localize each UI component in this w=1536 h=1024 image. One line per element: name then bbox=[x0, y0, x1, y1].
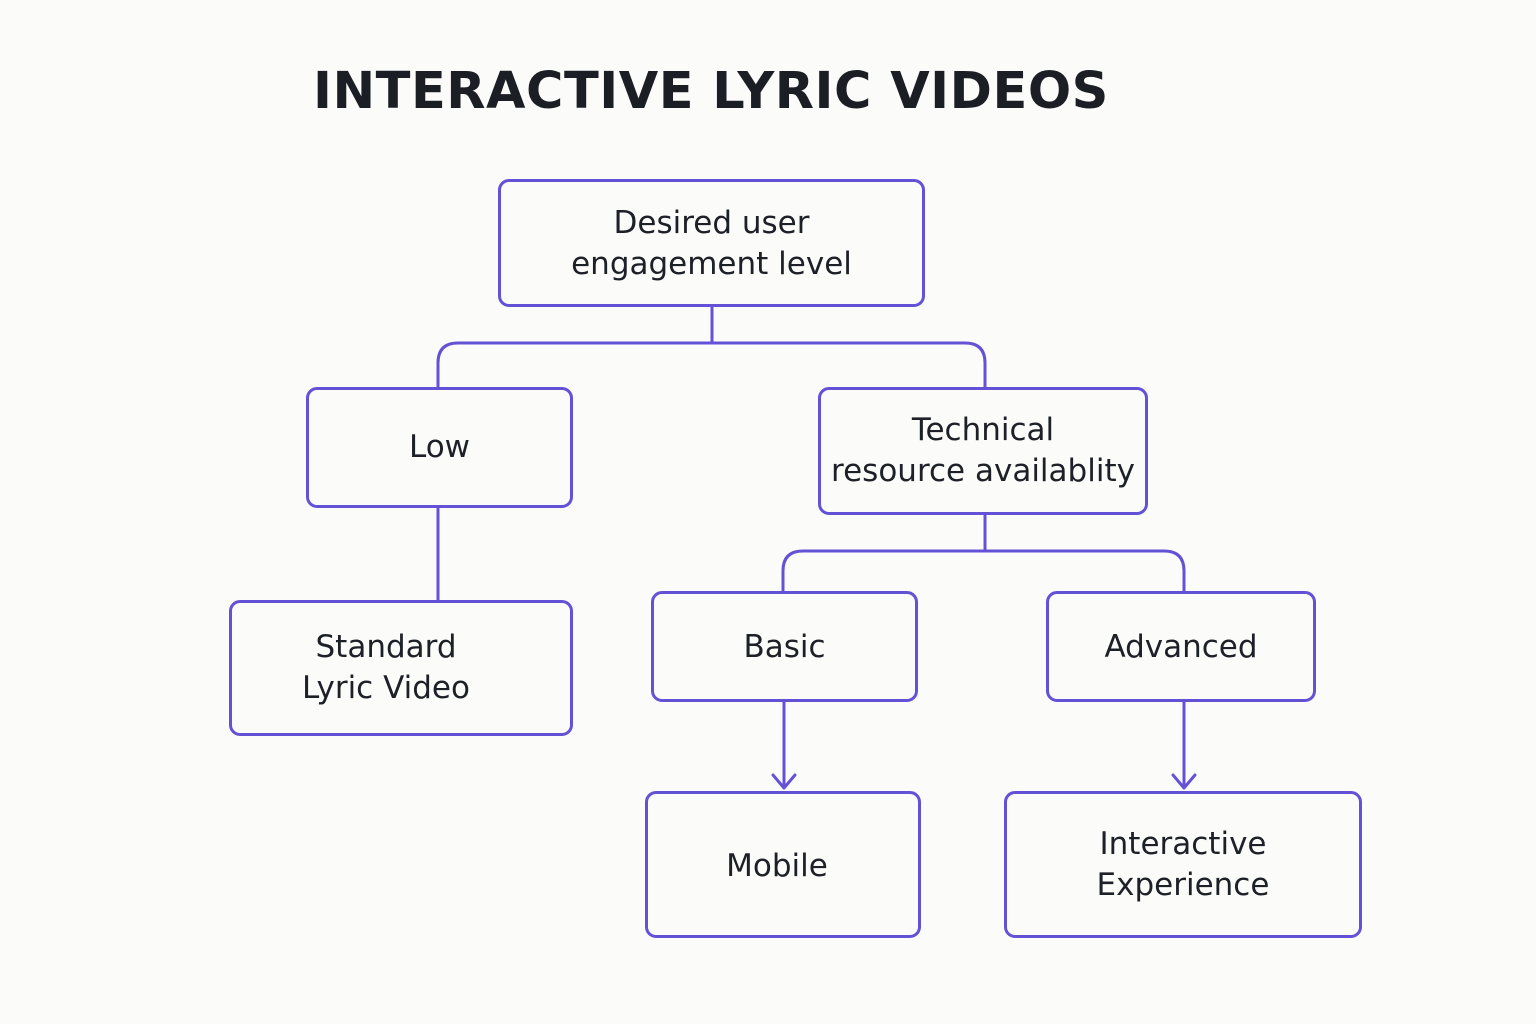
node-standard-lyric-video: Standard Lyric Video bbox=[229, 600, 573, 736]
node-mobile: Mobile bbox=[645, 791, 921, 938]
node-desired-user-engagement: Desired user engagement level bbox=[498, 179, 925, 307]
node-root-line2: engagement level bbox=[571, 246, 852, 282]
node-technical-line1: Technical bbox=[911, 412, 1055, 448]
diagram-title: INTERACTIVE LYRIC VIDEOS bbox=[313, 62, 1109, 121]
arrowhead-interactive bbox=[1171, 773, 1197, 790]
node-advanced: Advanced bbox=[1046, 591, 1316, 702]
node-low-label: Low bbox=[408, 429, 471, 465]
node-standard-line2: Lyric Video bbox=[302, 670, 470, 706]
node-advanced-label: Advanced bbox=[1104, 629, 1258, 665]
node-basic-label: Basic bbox=[743, 629, 826, 665]
node-technical-line2: resource availablity bbox=[831, 453, 1135, 489]
edge-root-branches bbox=[436, 304, 987, 390]
node-interactive-experience: Interactive Experience bbox=[1004, 791, 1362, 938]
arrowhead-mobile bbox=[771, 773, 797, 790]
node-basic: Basic bbox=[651, 591, 918, 702]
node-low: Low bbox=[306, 387, 573, 508]
node-root-line1: Desired user bbox=[613, 205, 810, 241]
node-interactive-line1: Interactive bbox=[1099, 825, 1267, 862]
node-interactive-line2: Experience bbox=[1096, 866, 1270, 903]
edge-technical-branches bbox=[781, 512, 1186, 594]
node-mobile-label: Mobile bbox=[726, 848, 828, 884]
node-technical-resource: Technical resource availablity bbox=[818, 387, 1148, 515]
node-standard-line1: Standard bbox=[315, 629, 457, 665]
